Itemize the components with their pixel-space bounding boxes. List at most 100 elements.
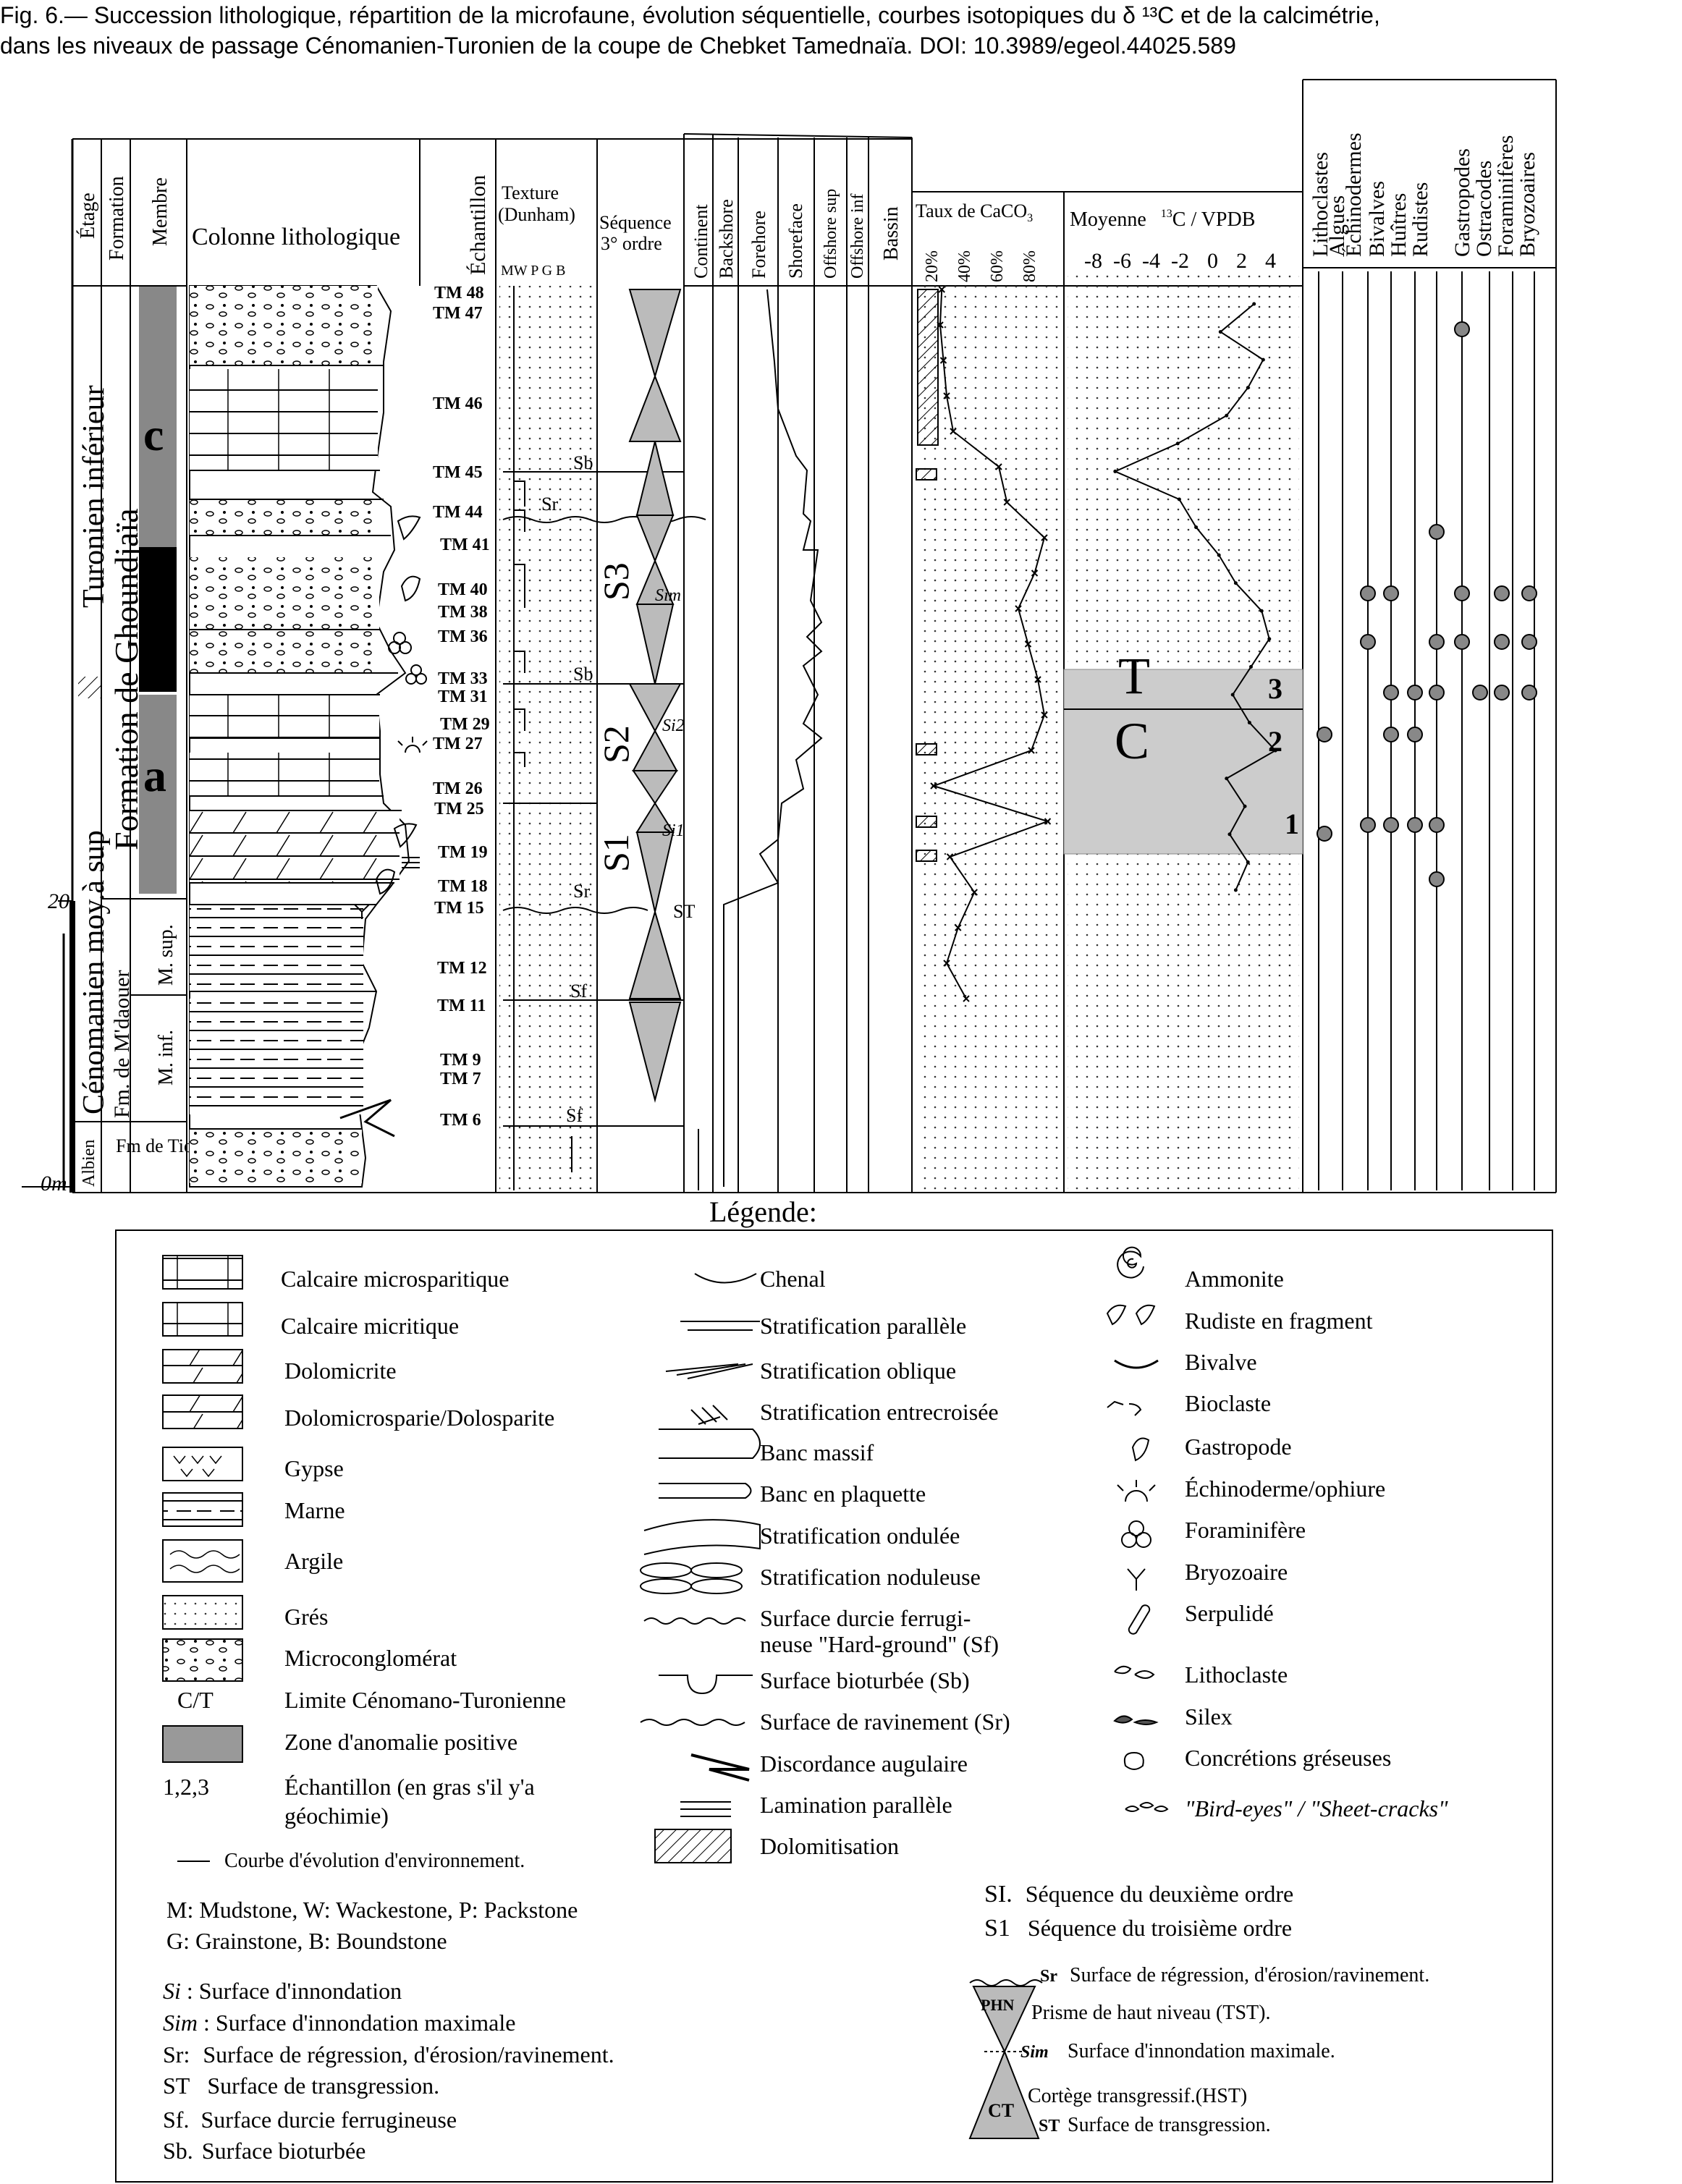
isotope-point xyxy=(1267,637,1271,640)
fauna-dot xyxy=(1455,322,1469,337)
iso-label-T: T xyxy=(1118,647,1150,705)
legend-col2b-4: Dolomitisation xyxy=(760,1833,899,1859)
prism-sim-text: Surface d'innondation maximale. xyxy=(1068,2040,1335,2062)
isotope-point xyxy=(1234,581,1238,585)
legend-col3-2: Bivalve xyxy=(1185,1349,1257,1375)
abbr-sim-key: Sim xyxy=(163,2010,198,2036)
isotope-point xyxy=(1249,665,1253,669)
abbr-si: Si: Surface d'innondation xyxy=(163,1978,402,2004)
header-formation: Formation xyxy=(106,176,128,261)
dolomitisation-bar xyxy=(918,289,938,445)
abbr-sim: Sim: Surface d'innondation maximale xyxy=(163,2010,515,2036)
sample-tm44: TM 44 xyxy=(433,503,483,522)
abbr-sr-key: Sr: xyxy=(163,2041,190,2067)
fauna-dot xyxy=(1473,685,1487,700)
legend-col1-0: Calcaire microsparitique xyxy=(281,1266,509,1292)
legend-ct-symbol: C/T xyxy=(177,1687,214,1713)
legend-col3-11: Concrétions gréseuses xyxy=(1185,1745,1391,1771)
legend-col3-7: Bryozoaire xyxy=(1185,1559,1288,1585)
prism-phn-text: Prisme de haut niveau (TST). xyxy=(1031,2002,1270,2024)
isotope-point xyxy=(1225,776,1228,780)
abbr-st-val: Surface de transgression. xyxy=(207,2073,439,2099)
environment-curve xyxy=(698,289,821,1190)
legend-sample-2: géochimie) xyxy=(284,1803,389,1829)
seqdef-s1-key: S1 xyxy=(984,1915,1010,1942)
header-sequence-2: 3° ordre xyxy=(601,233,662,254)
fauna-dot xyxy=(1408,727,1422,742)
legend-col1-4: Gypse xyxy=(284,1455,344,1481)
legend-col3-12: "Bird-eyes" / "Sheet-cracks" xyxy=(1185,1795,1448,1821)
legend-col3-3: Bioclaste xyxy=(1185,1390,1271,1416)
sample-tm12: TM 12 xyxy=(437,959,487,978)
surface-sr-15: Sr xyxy=(573,881,590,902)
isotope-point xyxy=(1227,832,1231,836)
legend-col1-1: Calcaire micritique xyxy=(281,1313,459,1339)
fauna-dot xyxy=(1408,685,1422,700)
prism-sr: Sr xyxy=(1040,1967,1057,1986)
seqdef-si: SI.Séquence du deuxième ordre xyxy=(984,1881,1293,1908)
iso-tick-2: -4 xyxy=(1142,249,1160,273)
fauna-headers: Lithoclastes Algues Échinodermes Bivalve… xyxy=(1309,132,1539,257)
surface-sr-44: Sr xyxy=(541,494,558,515)
lithologic-column xyxy=(190,286,409,1187)
sample-tm18: TM 18 xyxy=(438,877,488,896)
rudist-icon xyxy=(1107,1305,1154,1324)
seq-si1: Si1 xyxy=(662,821,685,840)
isotope-point xyxy=(1231,693,1235,697)
fauna-dot xyxy=(1361,818,1375,832)
isotope-point xyxy=(1219,330,1222,334)
abbr-si-key: Si xyxy=(163,1978,181,2004)
surface-st: ST xyxy=(673,901,695,922)
caco3-panel xyxy=(916,286,1064,1190)
legend-col2b-1: Surface de ravinement (Sr) xyxy=(760,1709,1010,1735)
header-env-2: Forehore xyxy=(748,211,769,279)
echinoderm-icon xyxy=(1117,1480,1155,1502)
fauna-dot xyxy=(1522,685,1537,700)
seq-triangle xyxy=(630,912,680,999)
prism-sim: Sim xyxy=(1020,2043,1049,2062)
legend-col2-5: Banc en plaquette xyxy=(760,1481,926,1507)
fauna-8: Foraminifères xyxy=(1494,135,1518,257)
fauna-dot xyxy=(1522,635,1537,649)
sample-tm38: TM 38 xyxy=(438,603,488,622)
isotope-panel: T C 3 2 1 xyxy=(1064,275,1303,1190)
header-etage: Étage xyxy=(77,192,99,239)
header-env-5: Offshore inf xyxy=(848,193,867,279)
abbr-sb-key: Sb. xyxy=(163,2138,193,2164)
sample-labels: TM 48 TM 47 TM 46 TM 45 TM 44 TM 41 TM 4… xyxy=(433,284,490,1130)
seq-sim: Sim xyxy=(655,586,681,605)
legend-col1-10: Zone d'anomalie positive xyxy=(284,1729,517,1755)
legend-col1-5: Marne xyxy=(284,1497,345,1523)
seqdef-s1-val: Séquence du troisième ordre xyxy=(1028,1915,1292,1941)
isotope-point xyxy=(1246,860,1250,864)
sample-tm45: TM 45 xyxy=(433,463,483,482)
prism-ct-text: Cortège transgressif.(HST) xyxy=(1028,2085,1247,2107)
abbr-sf-key: Sf. xyxy=(163,2107,189,2133)
sample-tm46: TM 46 xyxy=(433,394,483,413)
foraminifera-icon xyxy=(1122,1521,1151,1547)
header-sequence-1: Séquence xyxy=(599,212,672,233)
abbr-st-key: ST xyxy=(163,2073,190,2099)
bryozoan-icon xyxy=(1128,1569,1145,1591)
legend-sample-symbol: 1,2,3 xyxy=(163,1774,209,1800)
fauna-dot xyxy=(1429,685,1444,700)
fauna-7: Ostracodes xyxy=(1472,161,1496,257)
sample-tm6: TM 6 xyxy=(440,1111,481,1130)
sample-tm40: TM 40 xyxy=(438,580,488,599)
legend-col2-2: Stratification oblique xyxy=(760,1358,956,1384)
seqdef-s1: S1 Séquence du troisième ordre xyxy=(984,1915,1292,1942)
etage-cenomanien: Cénomanien moy.à sup xyxy=(77,830,111,1114)
isotope-point xyxy=(1176,441,1180,445)
sample-tm41: TM 41 xyxy=(440,536,490,554)
sequence-column xyxy=(630,289,680,1100)
fauna-dot xyxy=(1429,818,1444,832)
legend-texture-def-1: M: Mudstone, W: Wackestone, P: Packstone xyxy=(166,1897,578,1923)
echinoderm-icon xyxy=(398,737,427,753)
legend-col2-1: Stratification parallèle xyxy=(760,1313,966,1339)
sample-tm33: TM 33 xyxy=(438,669,488,688)
caco3-title: Taux de CaCO xyxy=(916,200,1027,221)
sample-tm36: TM 36 xyxy=(438,627,488,646)
legend-sf-2: neuse "Hard-ground" (Sf) xyxy=(760,1631,999,1657)
rudist-icon xyxy=(398,516,420,539)
